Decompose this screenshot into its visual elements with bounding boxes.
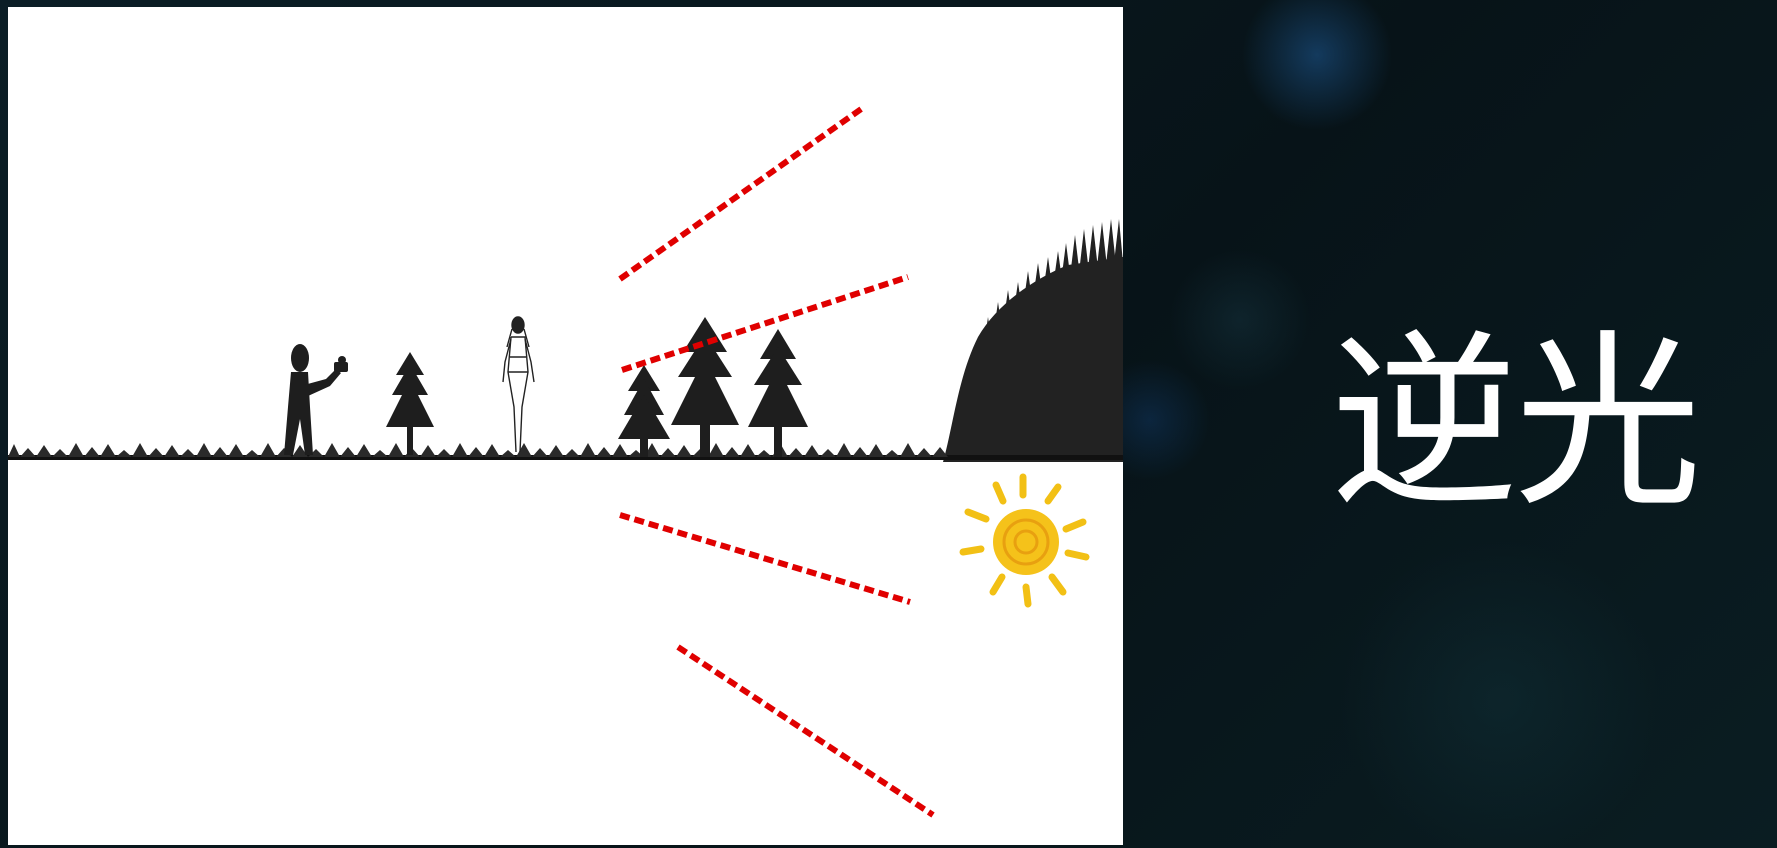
light-ray: [621, 274, 909, 373]
diagram-canvas: [8, 104, 1123, 818]
light-rays: [618, 104, 935, 818]
sun-icon: [959, 473, 1090, 608]
model-figure: [502, 316, 535, 453]
hill-with-forest: [943, 219, 1123, 462]
caption-backlight: 逆光: [1330, 314, 1702, 533]
light-ray: [618, 104, 866, 282]
light-ray: [676, 644, 935, 818]
backlight-diagram: [8, 7, 1123, 845]
photographer-silhouette: [284, 344, 348, 455]
tree-icon: [386, 352, 434, 455]
tree-group: [618, 317, 808, 457]
grass-ground: [8, 443, 1123, 460]
camera-icon: [334, 356, 348, 372]
light-ray: [619, 512, 911, 605]
